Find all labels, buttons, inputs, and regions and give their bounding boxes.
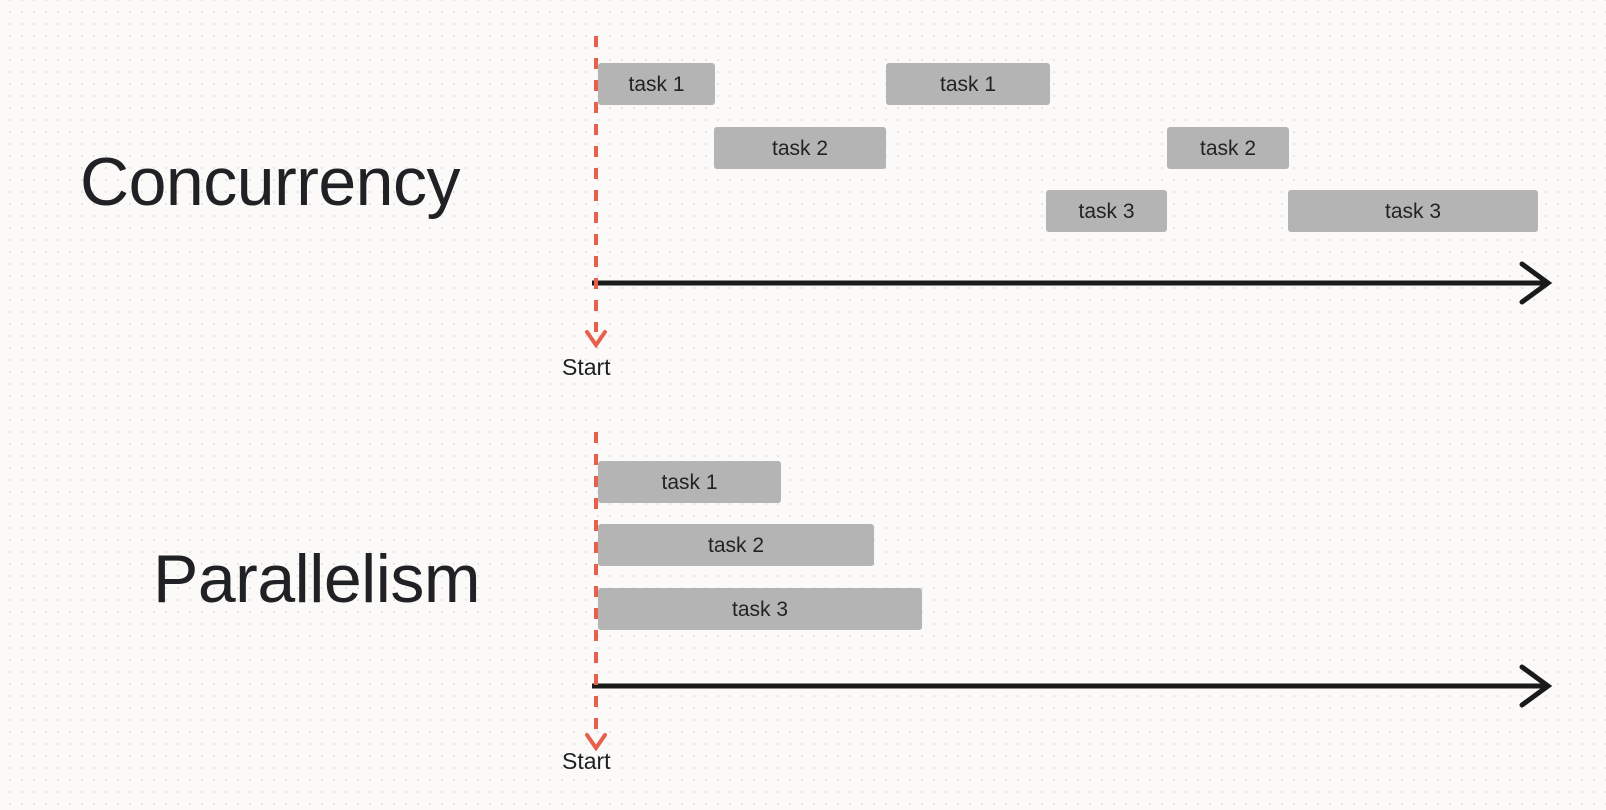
- task-bar: task 2: [1167, 127, 1289, 169]
- task-bar-label: task 2: [771, 136, 829, 160]
- task-bar: task 3: [1288, 190, 1538, 232]
- task-bar-label: task 1: [661, 470, 718, 494]
- task-bar: task 1: [598, 461, 781, 503]
- start-label: Start: [562, 748, 611, 774]
- task-bar-label: task 1: [628, 72, 685, 96]
- task-bar: task 2: [714, 127, 886, 169]
- task-bar: task 3: [598, 588, 922, 630]
- task-bar-label: task 2: [707, 533, 765, 557]
- section-title-parallelism: Parallelism: [153, 541, 481, 617]
- task-bar-label: task 3: [1078, 199, 1135, 223]
- task-bar-label: task 1: [939, 72, 997, 96]
- section-title-concurrency: Concurrency: [80, 144, 461, 220]
- timeline-axis-arrow: [592, 261, 1553, 305]
- task-bar-label: task 3: [1384, 199, 1442, 223]
- task-bar-label: task 3: [731, 597, 789, 621]
- task-bar: task 1: [598, 63, 715, 105]
- task-bar: task 3: [1046, 190, 1167, 232]
- task-bar: task 2: [598, 524, 874, 566]
- timeline-axis-arrow: [592, 664, 1553, 708]
- task-bar-label: task 2: [1199, 136, 1257, 160]
- start-label: Start: [562, 354, 611, 380]
- task-bar: task 1: [886, 63, 1050, 105]
